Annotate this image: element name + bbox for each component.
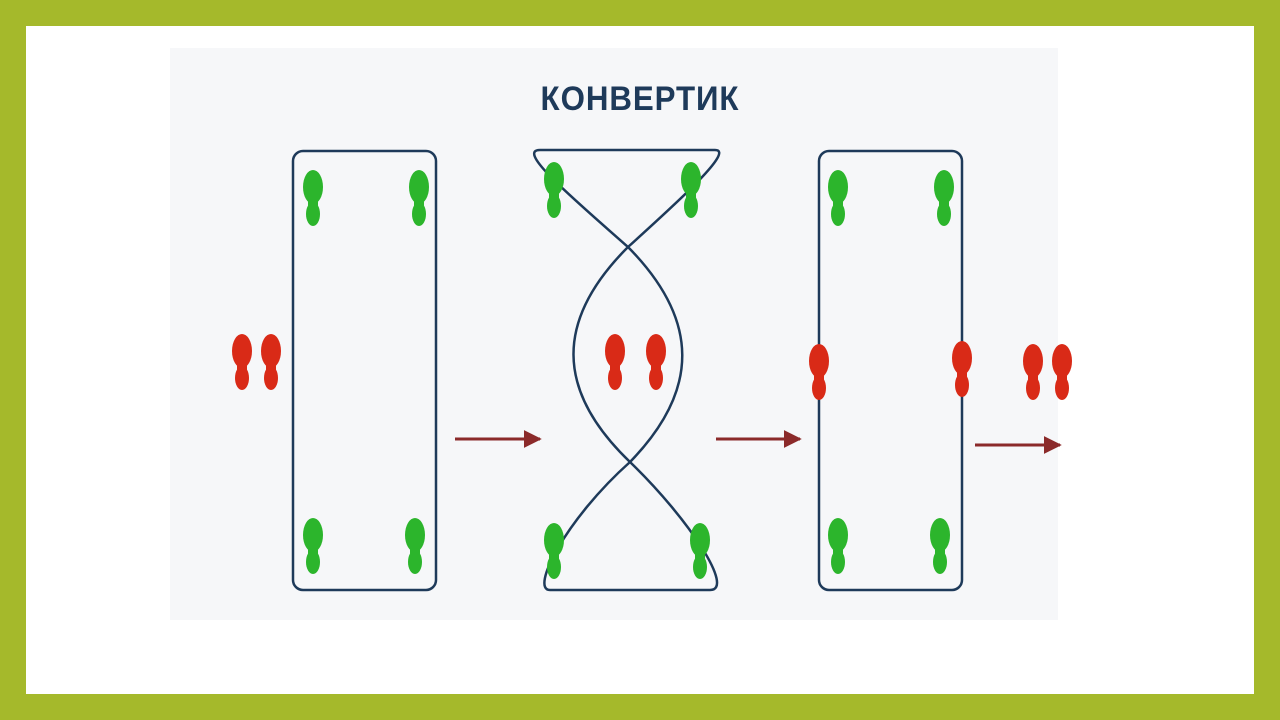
footprint-icon	[681, 162, 701, 218]
figure-rectangle-end	[809, 149, 1072, 592]
footprint-icon	[605, 334, 625, 390]
figure-rectangle-start	[232, 149, 438, 592]
footprint-icon	[303, 170, 323, 226]
footprint-icon	[934, 170, 954, 226]
footprint-icon	[232, 334, 252, 390]
center-position	[605, 334, 666, 390]
footprint-icon	[930, 518, 950, 574]
footprint-icon	[828, 518, 848, 574]
footprint-icon	[952, 341, 972, 397]
start-position	[232, 334, 281, 390]
footprint-icon	[1052, 344, 1072, 400]
footprint-icon	[809, 344, 829, 400]
footprint-icon	[405, 518, 425, 574]
figure-envelope	[532, 148, 721, 592]
footprint-icon	[261, 334, 281, 390]
footprint-icon	[646, 334, 666, 390]
footprint-icon	[544, 162, 564, 218]
footprint-icon	[690, 523, 710, 579]
path-envelope	[532, 148, 721, 592]
footprint-icon	[409, 170, 429, 226]
footprint-icon	[828, 170, 848, 226]
end-position	[1023, 344, 1072, 400]
path-rectangle	[291, 149, 438, 592]
diagram-title: КОНВЕРТИК	[540, 80, 740, 118]
footprint-icon	[1023, 344, 1043, 400]
footprint-icon	[303, 518, 323, 574]
